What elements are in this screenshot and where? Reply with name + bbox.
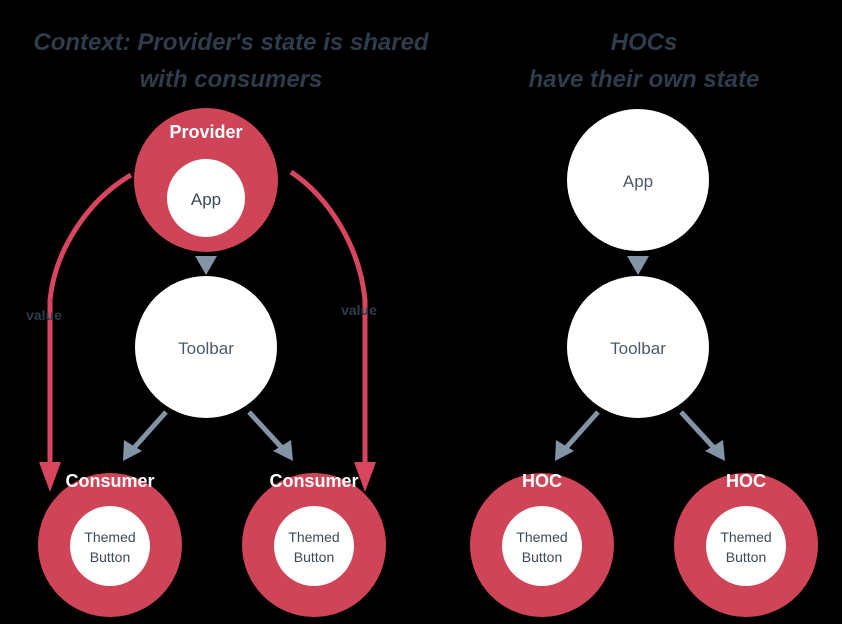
node-toolbar-right[interactable]: Toolbar [567,276,709,418]
provider-badge-label: Provider [169,122,242,142]
toolbar-left-disc [135,276,277,418]
edge-toolbar-to-right-consumer [247,410,293,461]
context-panel-title-line-1: Context: Provider's state is shared [33,29,430,56]
hoc-right-inner-disc [706,506,786,586]
hoc-panel-title-line-2: have their own state [529,66,760,93]
hoc-right-inner-label-line-2: Button [726,549,766,565]
arrowhead-gray-right-top [627,256,649,275]
edge-toolbar-to-left-hoc [555,410,600,461]
hoc-panel-title-line-1: HOCs [611,29,678,56]
arrowhead-gray-left-bottom [123,440,142,461]
edge-provider-to-left-consumer [39,172,133,492]
hoc-left-inner-disc [502,506,582,586]
arrowhead-gray-right-bottom [273,440,293,461]
hoc-left-inner-label-line-2: Button [522,549,562,565]
node-hoc-left[interactable]: HOC Themed Button [470,471,614,617]
arrowhead-gray-hoc-left [555,440,574,461]
edge-app-to-toolbar-left [195,256,217,275]
node-app-right[interactable]: App [567,109,709,251]
node-provider[interactable]: Provider App [134,108,278,252]
arrowhead-gray-hoc-right [705,440,725,461]
edge-label-value-left: value [26,307,62,323]
node-consumer-right[interactable]: Consumer Themed Button [242,471,386,617]
consumer-left-badge-label: Consumer [65,471,154,491]
arrowhead-gray-left-top [195,256,217,275]
node-consumer-left[interactable]: Consumer Themed Button [38,471,182,617]
provider-inner-disc [167,159,245,237]
node-hoc-right[interactable]: HOC Themed Button [674,471,818,617]
consumer-right-inner-disc [274,506,354,586]
consumer-left-inner-disc [70,506,150,586]
edge-provider-to-right-consumer [289,169,376,492]
hoc-right-inner-label-line-1: Themed [720,529,771,545]
arrowhead-red-left [39,462,61,492]
consumer-left-inner-label-line-2: Button [90,549,130,565]
consumer-right-badge-label: Consumer [269,471,358,491]
consumer-right-inner-label-line-2: Button [294,549,334,565]
consumer-right-inner-label-line-1: Themed [288,529,339,545]
consumer-left-inner-label-line-1: Themed [84,529,135,545]
edge-toolbar-to-right-hoc [679,410,725,461]
provider-inner-label: App [191,190,221,209]
app-right-label: App [623,172,653,191]
hoc-left-inner-label-line-1: Themed [516,529,567,545]
edge-toolbar-to-left-consumer [123,410,168,461]
toolbar-right-disc [567,276,709,418]
edge-app-to-toolbar-right [627,256,649,275]
app-right-disc [567,109,709,251]
arrowhead-red-right [354,462,376,492]
hoc-right-badge-label: HOC [726,471,766,491]
toolbar-right-label: Toolbar [610,339,666,358]
hoc-left-badge-label: HOC [522,471,562,491]
toolbar-left-label: Toolbar [178,339,234,358]
edge-label-value-right: value [341,302,377,318]
context-panel-title-line-2: with consumers [140,66,323,93]
node-toolbar-left[interactable]: Toolbar [135,276,277,418]
